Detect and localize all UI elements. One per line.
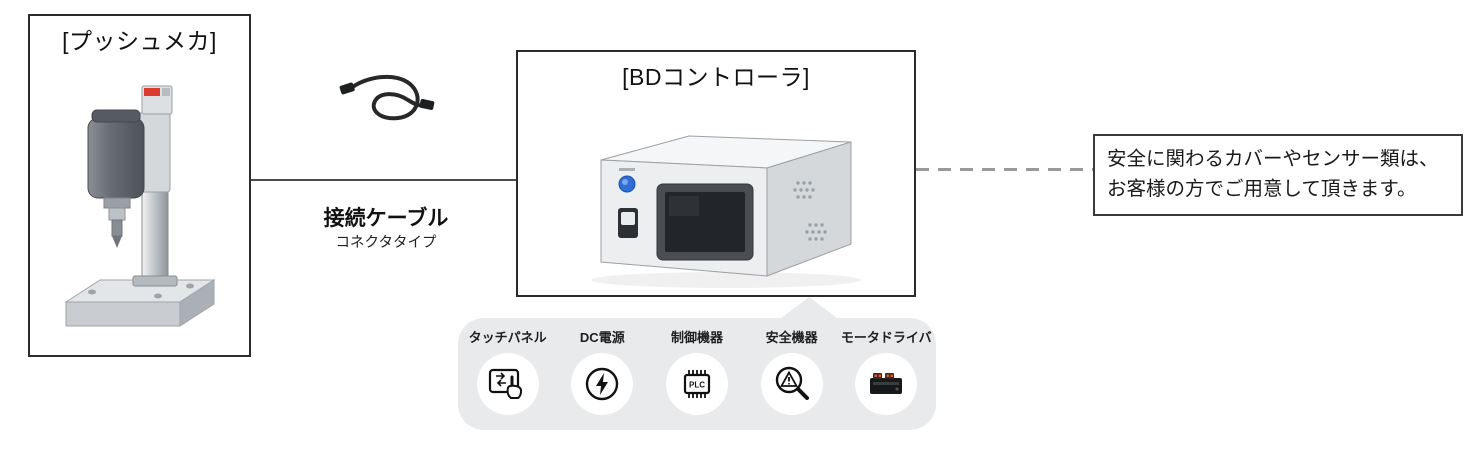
component-dc-power: DC電源 — [557, 327, 647, 415]
note-line1: 安全に関わるカバーやセンサー類は、 — [1107, 148, 1439, 170]
component-circle — [476, 353, 539, 415]
bd-controller-box: [BDコントローラ] — [516, 50, 916, 297]
bd-controller-label: [BDコントローラ] — [622, 64, 810, 90]
plc-chip-text: PLC — [689, 381, 705, 390]
safety-magnifier-icon — [775, 366, 809, 400]
components-bar: タッチパネル DC電源 制御機器 — [458, 318, 936, 430]
component-circle — [571, 353, 634, 415]
component-circle: PLC — [665, 353, 728, 415]
cable-sublabel: コネクタタイプ — [335, 235, 437, 251]
component-label: DC電源 — [579, 330, 625, 345]
note-box: 安全に関わるカバーやセンサー類は、 お客様の方でご用意して頂きます。 — [1093, 134, 1463, 217]
component-label: モータドライバ — [840, 330, 932, 345]
component-touch-panel: タッチパネル — [463, 327, 553, 415]
bd-controller-image — [591, 135, 861, 288]
connection-line — [251, 179, 516, 181]
component-safety: 安全機器 — [747, 327, 837, 415]
component-label: タッチパネル — [468, 330, 547, 345]
component-circle — [855, 353, 918, 415]
push-mech-label: [プッシュメカ] — [62, 28, 217, 54]
push-mech-box: [プッシュメカ] — [28, 14, 251, 357]
component-motor-driver: モータドライバ — [840, 327, 932, 415]
motor-driver-icon — [870, 373, 903, 394]
push-mech-image — [64, 85, 216, 327]
component-circle — [760, 353, 823, 415]
plc-icon: PLC — [683, 370, 711, 398]
component-label: 制御機器 — [670, 330, 723, 345]
callout-pointer — [781, 297, 837, 318]
note-line2: お客様の方でご用意して頂きます。 — [1107, 178, 1417, 201]
component-controller: 制御機器 PLC — [652, 327, 742, 415]
dashed-connector-line — [916, 168, 1093, 171]
touch-panel-icon — [488, 368, 522, 399]
component-label: 安全機器 — [765, 330, 818, 345]
dc-power-icon — [586, 367, 619, 401]
cable-icon — [339, 74, 435, 121]
cable-label: 接続ケーブル — [323, 207, 449, 230]
